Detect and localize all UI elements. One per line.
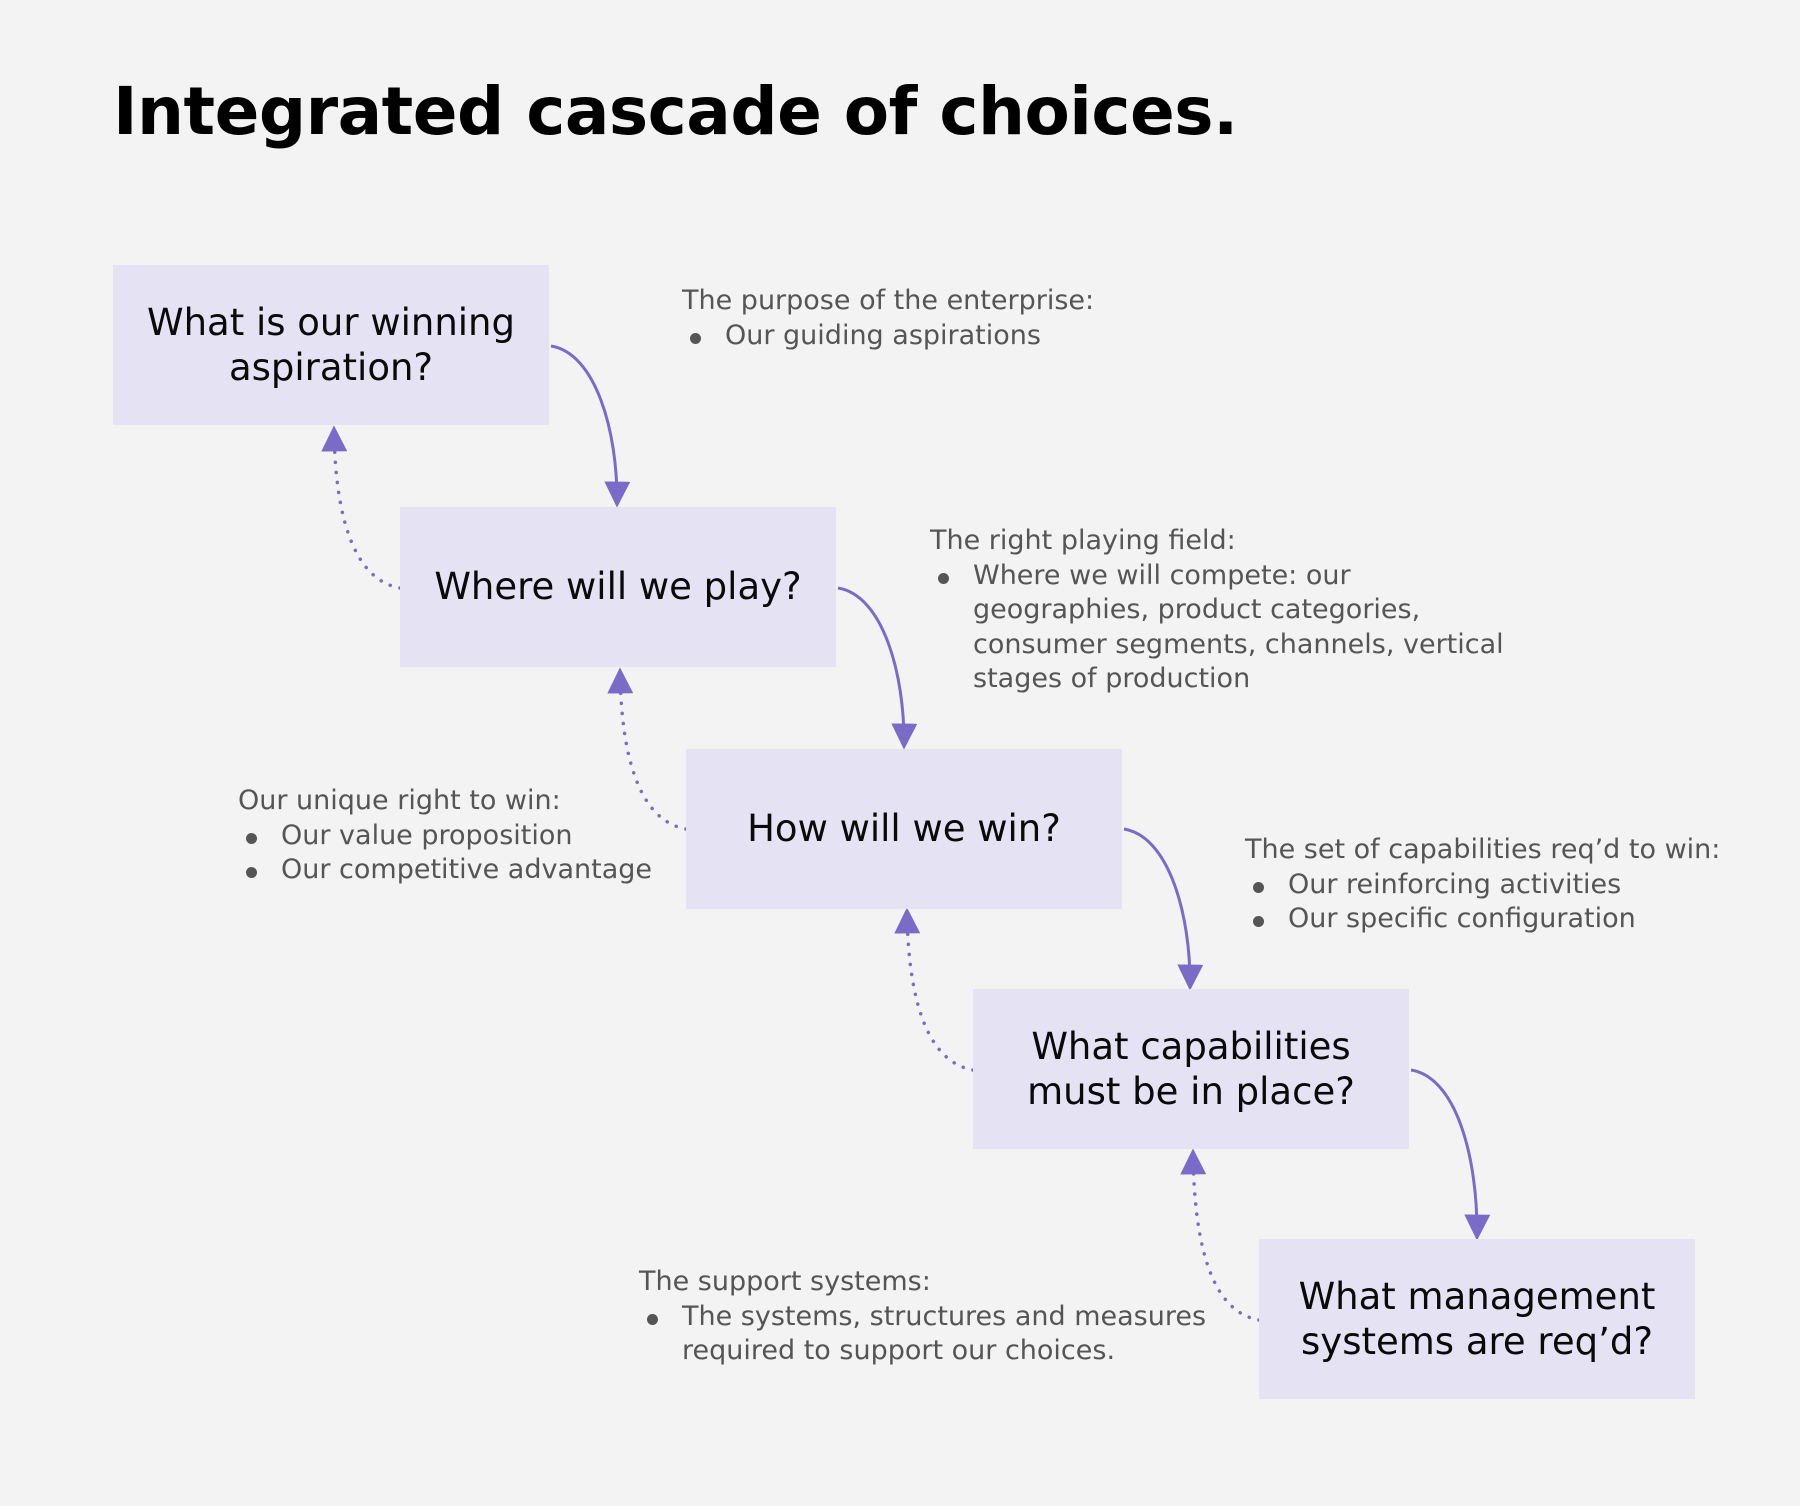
note-support-systems: The support systems: The systems, struct… bbox=[639, 1265, 1222, 1369]
note-heading: The set of capabilities req’d to win: bbox=[1245, 834, 1721, 865]
note-bullet: The systems, structures and measures req… bbox=[639, 1300, 1222, 1369]
note-bullet: Our guiding aspirations bbox=[682, 319, 1094, 354]
note-right-to-win: Our unique right to win: Our value propo… bbox=[238, 784, 652, 888]
box-label: What management systems are req’d? bbox=[1298, 1274, 1656, 1363]
box-where-will-we-play: Where will we play? bbox=[400, 507, 836, 667]
note-heading: The right playing field: bbox=[930, 525, 1236, 556]
note-bullet-list: Our reinforcing activities Our specific … bbox=[1245, 868, 1720, 937]
note-bullet: Our value proposition bbox=[238, 819, 652, 854]
note-heading: The support systems: bbox=[639, 1266, 931, 1297]
box-management-systems: What management systems are req’d? bbox=[1259, 1239, 1695, 1399]
note-bullet-list: Where we will compete: our geographies, … bbox=[930, 559, 1533, 697]
feedback-play-to-aspiration bbox=[321, 425, 402, 590]
note-bullet: Our specific configuration bbox=[1245, 902, 1720, 937]
feedback-capabilities-to-win bbox=[894, 907, 975, 1072]
note-heading: The purpose of the enterprise: bbox=[682, 285, 1095, 316]
arrow-aspiration-to-play bbox=[550, 344, 631, 508]
box-label: What is our winning aspiration? bbox=[146, 300, 515, 389]
page-title: Integrated cascade of choices. bbox=[113, 73, 1238, 150]
box-label: What capabilities must be in place? bbox=[1027, 1024, 1355, 1113]
note-bullet-list: Our value proposition Our competitive ad… bbox=[238, 819, 652, 888]
note-bullet-list: Our guiding aspirations bbox=[682, 319, 1094, 354]
box-label: How will we win? bbox=[747, 807, 1061, 851]
arrow-capabilities-to-systems bbox=[1410, 1068, 1491, 1241]
box-label: Where will we play? bbox=[434, 565, 802, 609]
box-capabilities: What capabilities must be in place? bbox=[973, 989, 1409, 1149]
box-how-will-we-win: How will we win? bbox=[686, 749, 1122, 909]
note-bullet-list: The systems, structures and measures req… bbox=[639, 1300, 1222, 1369]
arrow-play-to-win bbox=[837, 586, 918, 750]
note-playing-field: The right playing field: Where we will c… bbox=[930, 524, 1533, 697]
note-bullet: Our competitive advantage bbox=[238, 853, 652, 888]
note-capabilities: The set of capabilities req’d to win: Ou… bbox=[1245, 833, 1720, 937]
note-bullet: Our reinforcing activities bbox=[1245, 868, 1720, 903]
note-heading: Our unique right to win: bbox=[238, 785, 561, 816]
arrow-win-to-capabilities bbox=[1123, 827, 1204, 991]
note-purpose: The purpose of the enterprise: Our guidi… bbox=[682, 284, 1094, 353]
note-bullet: Where we will compete: our geographies, … bbox=[930, 559, 1533, 697]
box-winning-aspiration: What is our winning aspiration? bbox=[113, 265, 549, 425]
